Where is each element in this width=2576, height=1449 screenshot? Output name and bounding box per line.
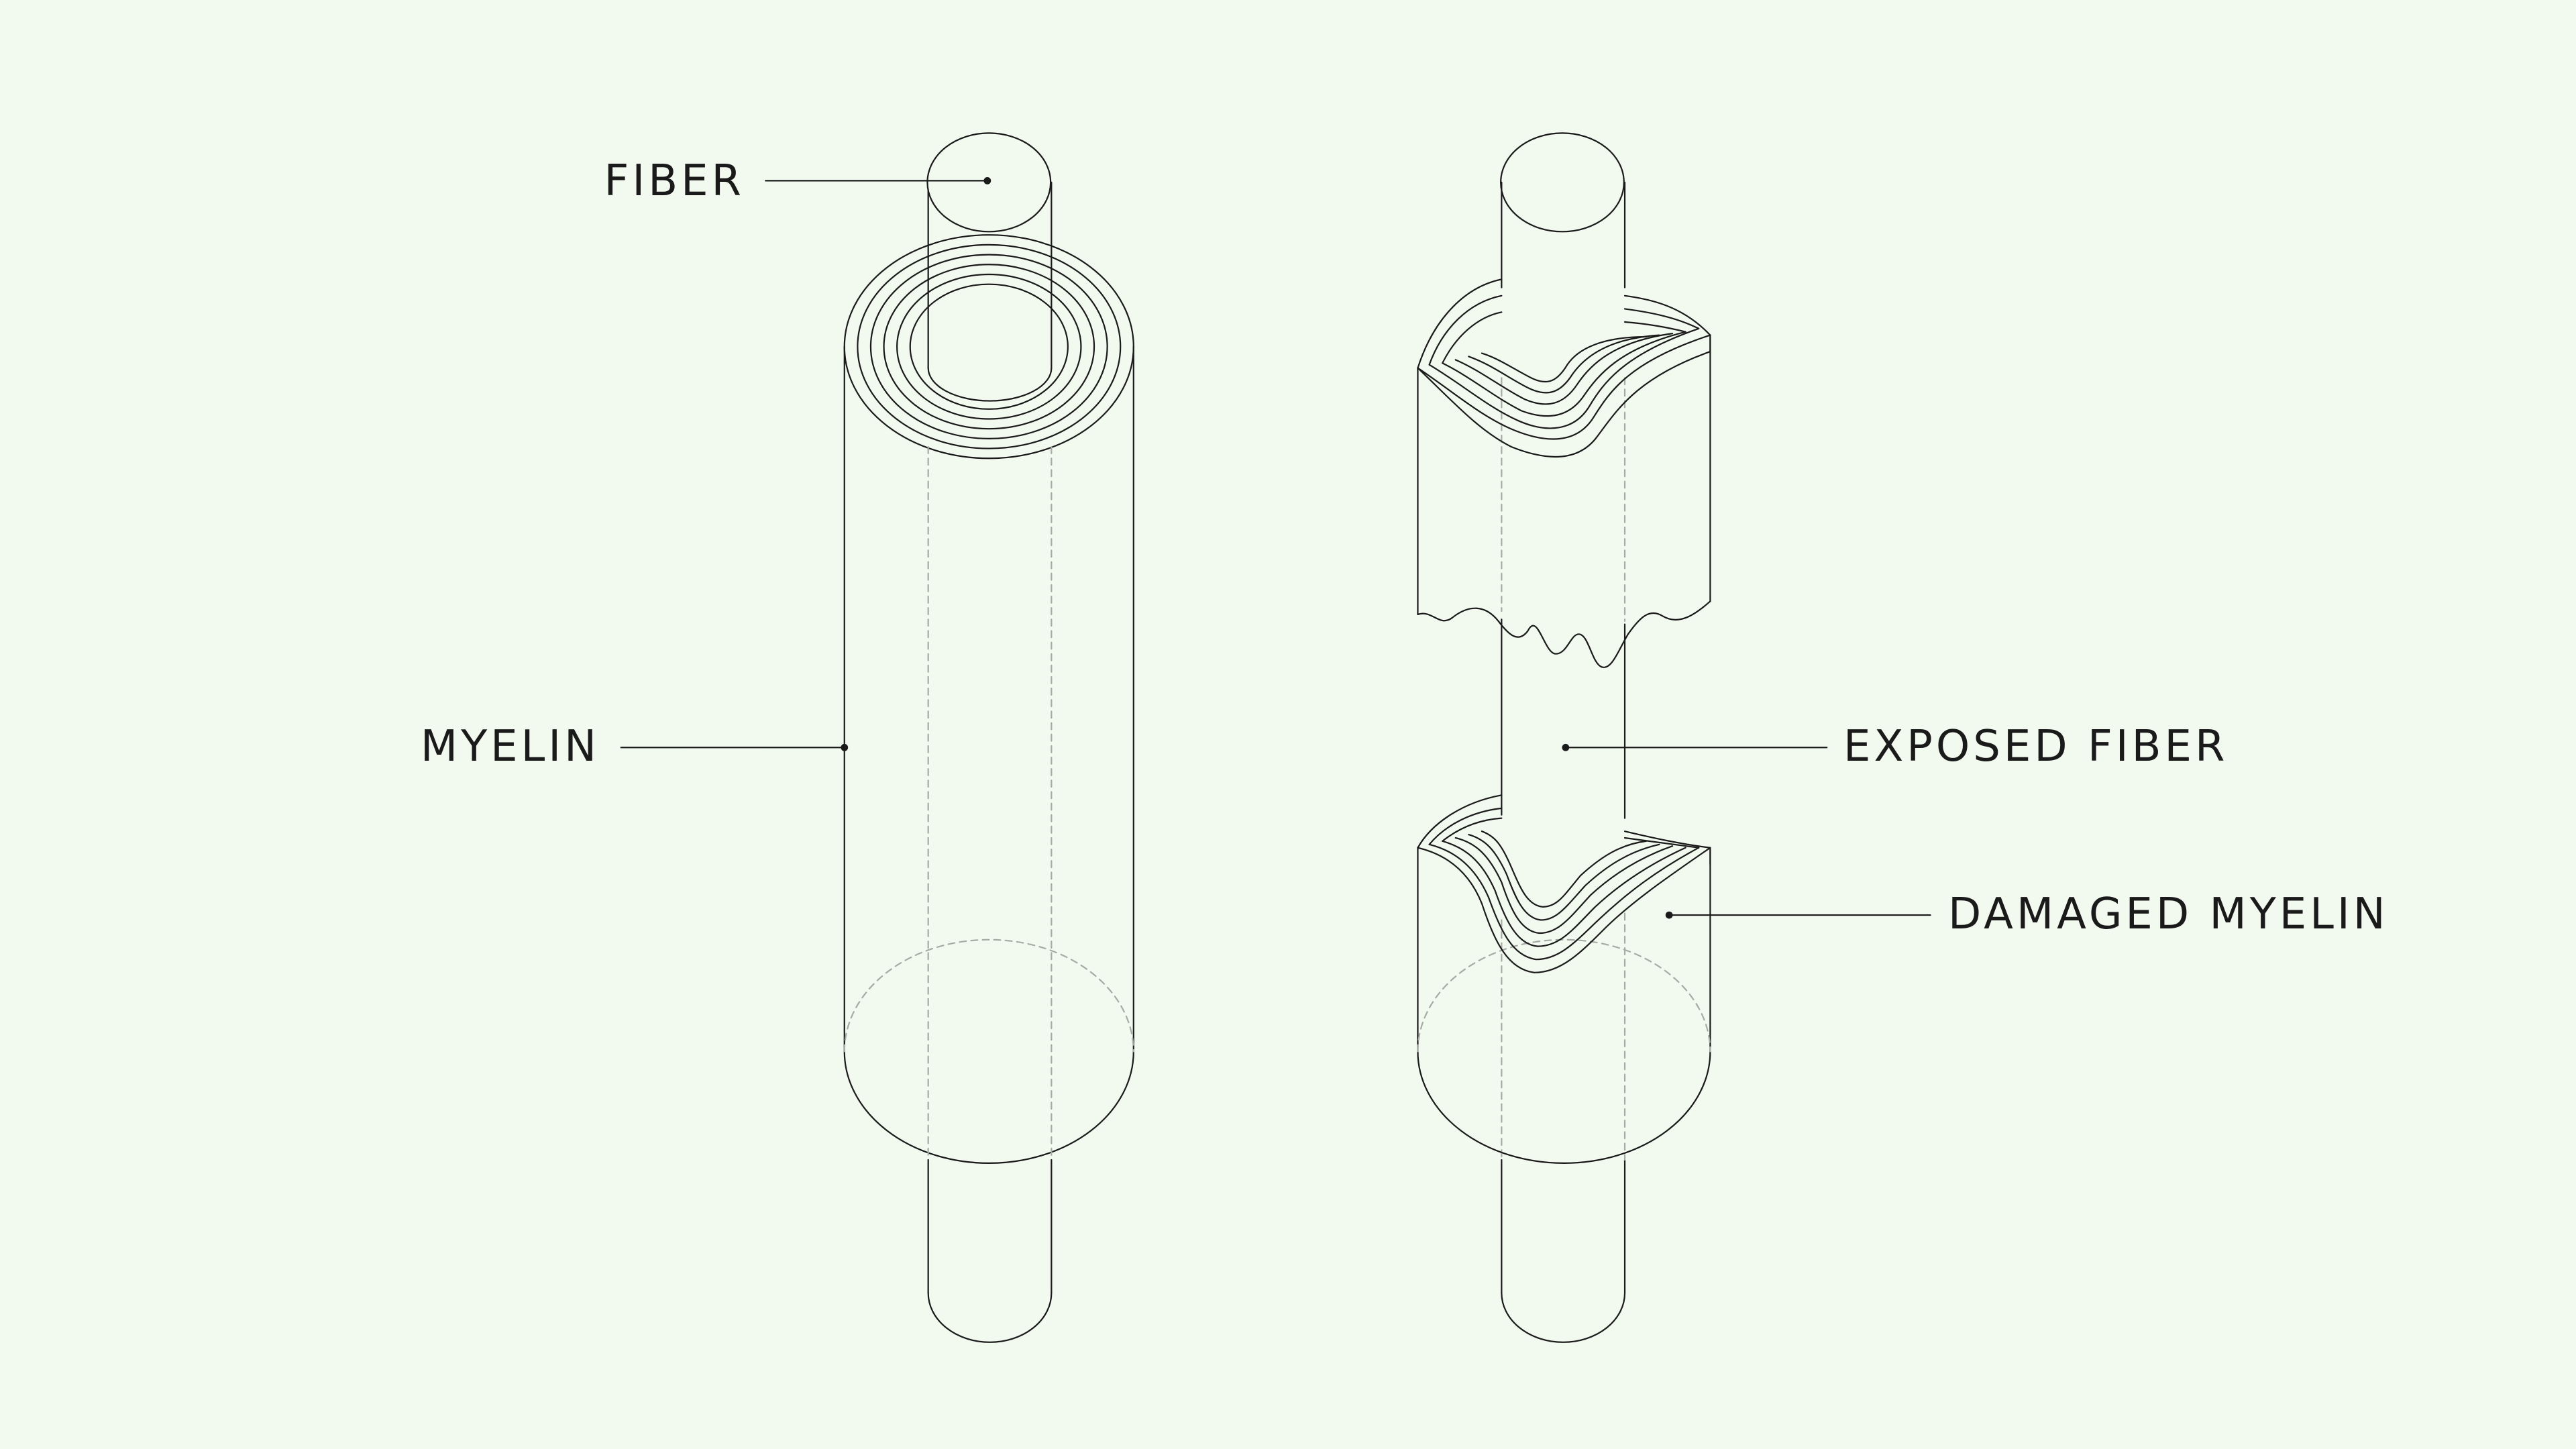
healthy-myelin-sheath [843,234,1134,1164]
fiber-leader-dot [983,177,991,184]
myelin-leader-dot [841,743,849,751]
damaged-myelin-label: DAMAGED MYELIN [1948,890,2389,939]
myelin-label: MYELIN [420,722,600,771]
fiber-label: FIBER [604,156,745,206]
healthy-fiber-core [926,132,1053,1343]
lower-damaged-myelin [1417,794,1711,1164]
upper-damaged-myelin [1417,278,1711,668]
damaged-myelin-leader-dot [1665,911,1673,919]
leader-lines [620,177,1931,919]
damaged-fiber-core [1500,132,1626,1343]
exposed-fiber-label: EXPOSED FIBER [1843,722,2229,771]
damaged-axon [1417,132,1711,1343]
exposed-fiber-leader-dot [1562,743,1570,751]
healthy-axon [843,132,1134,1343]
